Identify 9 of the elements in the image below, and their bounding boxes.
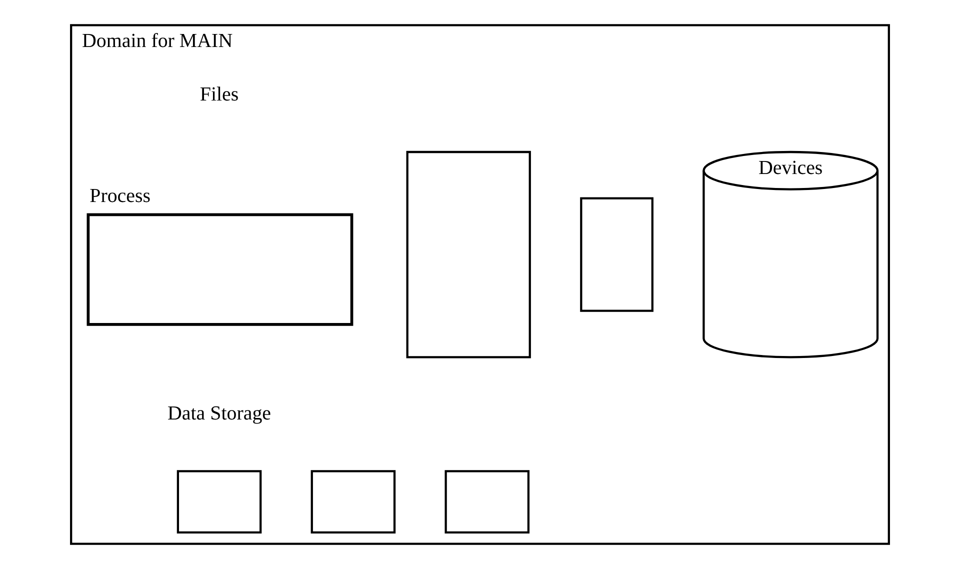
label: Data Storage [168, 402, 272, 424]
node-box [176, 470, 262, 534]
node-box [310, 470, 396, 534]
node-box [580, 197, 654, 312]
node-box [406, 150, 531, 358]
node-box [86, 213, 354, 326]
node-label: Process [90, 185, 151, 208]
label: Files [200, 83, 239, 106]
node-box [444, 470, 530, 534]
